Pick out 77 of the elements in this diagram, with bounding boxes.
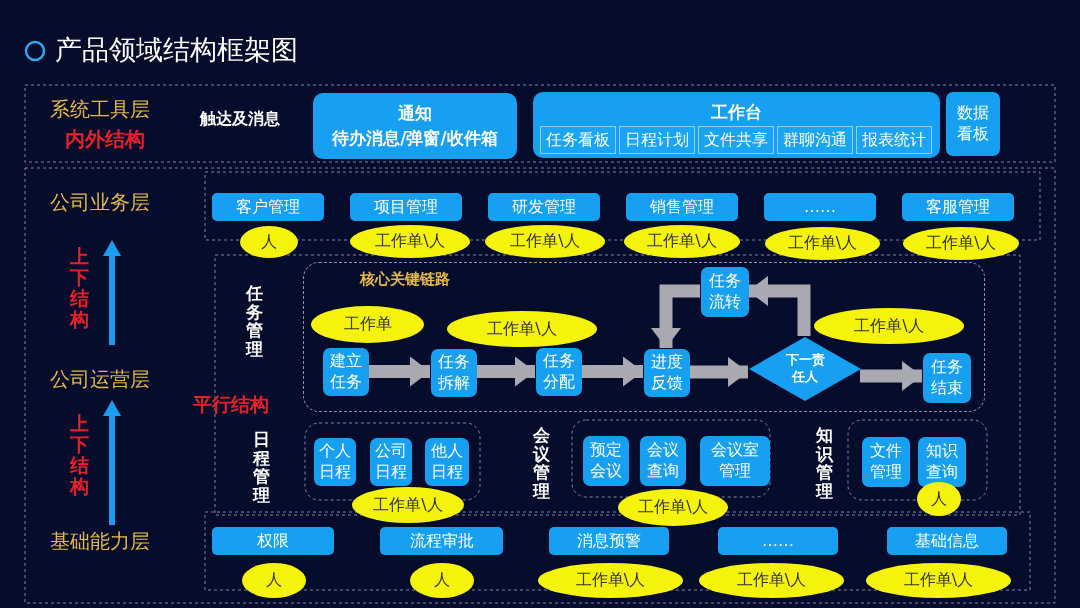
module-box: 项目管理: [350, 193, 462, 221]
section-label: 会议管理: [533, 426, 550, 501]
title: 产品领域结构框架图: [55, 33, 298, 67]
feature-box: 文件共享: [698, 126, 774, 154]
structure-label: 上下结构: [70, 413, 89, 497]
meeting-box: 会议查询: [640, 436, 686, 486]
role-ellipse: 人: [410, 563, 474, 598]
section-label: 日程管理: [253, 430, 270, 505]
process-box: 任务流转: [701, 267, 749, 317]
process-box: 任务拆解: [431, 349, 477, 397]
structure-label: 上下结构: [70, 246, 89, 330]
role-ellipse: 工作单\人: [618, 489, 728, 526]
module-box: 流程审批: [380, 527, 503, 555]
panel-title: 通知: [398, 102, 432, 125]
panel-text: 待办消息/弹窗/收件箱: [332, 126, 498, 150]
feature-box: 报表统计: [856, 126, 932, 154]
workbench-panel: [533, 92, 940, 158]
module-box: ……: [764, 193, 876, 221]
panel-title: 工作台: [711, 101, 762, 124]
module-box: 客户管理: [212, 193, 324, 221]
flow-arrow: [860, 361, 922, 391]
process-box: 任务分配: [536, 348, 582, 396]
feature-box: 日程计划: [619, 126, 695, 154]
role-ellipse: 工作单\人: [352, 487, 464, 523]
flow-arrow: [651, 284, 700, 348]
flow-arrow: [476, 356, 535, 387]
process-box: 进度反馈: [644, 349, 690, 397]
flow-arrow: [368, 356, 430, 387]
module-box: 客服管理: [902, 193, 1014, 221]
layer-label: 公司运营层: [50, 366, 150, 393]
schedule-box: 个人日程: [314, 438, 356, 486]
role-ellipse: 人: [917, 482, 961, 516]
feature-box: 群聊沟通: [777, 126, 853, 154]
section-label: 知识管理: [816, 426, 833, 501]
role-ellipse: 工作单\人: [866, 563, 1011, 598]
role-ellipse: 工作单\人: [903, 227, 1019, 260]
flow-arrow: [581, 356, 643, 387]
flow-arrow: [689, 357, 748, 387]
section-label: 触达及消息: [200, 109, 280, 130]
schedule-box: 他人日程: [425, 438, 469, 486]
module-box: 研发管理: [488, 193, 600, 221]
role-ellipse: 工作单\人: [814, 308, 964, 344]
chain-heading: 核心关键链路: [360, 270, 450, 289]
section-label: 任务管理: [246, 284, 263, 359]
meeting-box: 会议室管理: [700, 436, 770, 486]
module-box: 基础信息: [887, 527, 1007, 555]
role-ellipse: 工作单\人: [765, 227, 880, 260]
role-ellipse: 工作单\人: [624, 225, 740, 258]
layer-label: 公司业务层: [50, 189, 150, 216]
role-ellipse: 工作单\人: [538, 563, 683, 598]
role-ellipse: 人: [242, 563, 306, 598]
layer-label: 基础能力层: [50, 528, 150, 555]
flow-arrow: [748, 276, 811, 336]
structure-label: 内外结构: [65, 126, 145, 153]
notification-panel: [313, 93, 517, 159]
module-box: ……: [718, 527, 838, 555]
role-ellipse: 工作单\人: [485, 225, 605, 258]
module-box: 数据看板: [946, 92, 1000, 156]
meeting-box: 预定会议: [583, 436, 629, 486]
decision-text: 下一责任人: [784, 352, 826, 386]
module-box: 销售管理: [626, 193, 738, 221]
schedule-box: 公司日程: [370, 438, 412, 486]
layer-label: 系统工具层: [50, 96, 150, 123]
role-ellipse: 工作单\人: [350, 225, 470, 258]
role-ellipse: 工作单: [311, 306, 424, 343]
module-box: 权限: [212, 527, 334, 555]
feature-box: 任务看板: [540, 126, 616, 154]
structure-label: 平行结构: [193, 392, 269, 417]
process-box: 任务结束: [923, 353, 971, 403]
role-ellipse: 工作单\人: [447, 311, 597, 347]
knowledge-box: 知识查询: [918, 437, 966, 487]
role-ellipse: 人: [240, 226, 298, 258]
module-box: 消息预警: [549, 527, 669, 555]
process-box: 建立任务: [323, 348, 369, 396]
role-ellipse: 工作单\人: [699, 563, 844, 598]
knowledge-box: 文件管理: [862, 437, 910, 487]
core-chain-region: [303, 262, 985, 412]
